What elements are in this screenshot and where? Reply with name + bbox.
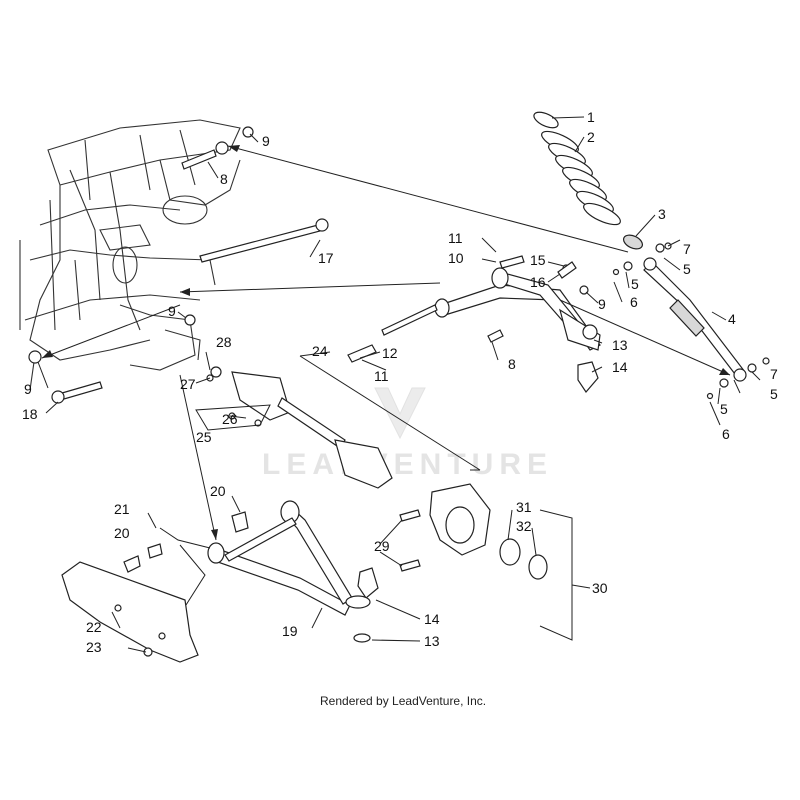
callout-5: 5 (720, 401, 728, 417)
callout-6: 6 (630, 294, 638, 310)
skid-plate (61, 561, 199, 663)
callout-12: 12 (382, 345, 398, 361)
cv-axle (206, 366, 393, 489)
callout-16: 16 (530, 274, 546, 290)
watermark: LEADVENTURE (262, 387, 553, 481)
callout-20: 20 (210, 483, 226, 499)
leader-lines (37, 116, 761, 653)
callout-31: 31 (516, 499, 532, 515)
callout-8: 8 (508, 356, 516, 372)
callout-1: 1 (587, 109, 595, 125)
callout-17: 17 (318, 250, 334, 266)
callout-28: 28 (216, 334, 232, 350)
render-credit: Rendered by LeadVenture, Inc. (320, 694, 486, 708)
callout-5: 5 (683, 261, 691, 277)
callout-13: 13 (612, 337, 628, 353)
callout-10: 10 (448, 250, 464, 266)
shock-absorber-assembly (533, 111, 770, 400)
callout-9: 9 (24, 381, 32, 397)
callout-29: 29 (374, 538, 390, 554)
callout-25: 25 (196, 429, 212, 445)
callout-32: 32 (516, 518, 532, 534)
callout-9: 9 (262, 133, 270, 149)
callout-14: 14 (612, 359, 628, 375)
upper-a-arm (347, 255, 601, 393)
callout-21: 21 (114, 501, 130, 517)
callout-26: 26 (222, 411, 238, 427)
callout-15: 15 (530, 252, 546, 268)
vehicle-frame (19, 119, 241, 391)
callout-7: 7 (683, 241, 691, 257)
watermark-text: LEADVENTURE (262, 448, 553, 481)
callout-5: 5 (631, 276, 639, 292)
assembly-arrows (41, 145, 731, 541)
callout-24: 24 (312, 343, 328, 359)
callout-9: 9 (168, 303, 176, 319)
callout-7: 7 (770, 366, 778, 382)
lower-a-arm (123, 500, 379, 643)
coil-spring (541, 130, 621, 226)
callout-5: 5 (770, 386, 778, 402)
callout-11: 11 (374, 368, 389, 384)
frame-hardware (28, 126, 329, 404)
callout-6: 6 (722, 426, 730, 442)
callout-19: 19 (282, 623, 298, 639)
callout-4: 4 (728, 311, 736, 327)
callout-20: 20 (114, 525, 130, 541)
callout-18: 18 (22, 406, 38, 422)
callout-2: 2 (587, 129, 595, 145)
callout-9: 9 (598, 296, 606, 312)
callout-23: 23 (86, 639, 102, 655)
callout-3: 3 (658, 206, 666, 222)
callout-22: 22 (86, 619, 102, 635)
callout-14: 14 (424, 611, 440, 627)
steering-knuckle (399, 483, 548, 580)
callout-30: 30 (592, 580, 608, 596)
callout-13: 13 (424, 633, 440, 649)
callout-labels: 1 2 3 4 5 5 5 5 6 6 7 7 8 8 9 9 9 9 10 1… (22, 109, 778, 655)
callout-11: 11 (448, 230, 463, 246)
callout-27: 27 (180, 376, 196, 392)
callout-8: 8 (220, 171, 228, 187)
